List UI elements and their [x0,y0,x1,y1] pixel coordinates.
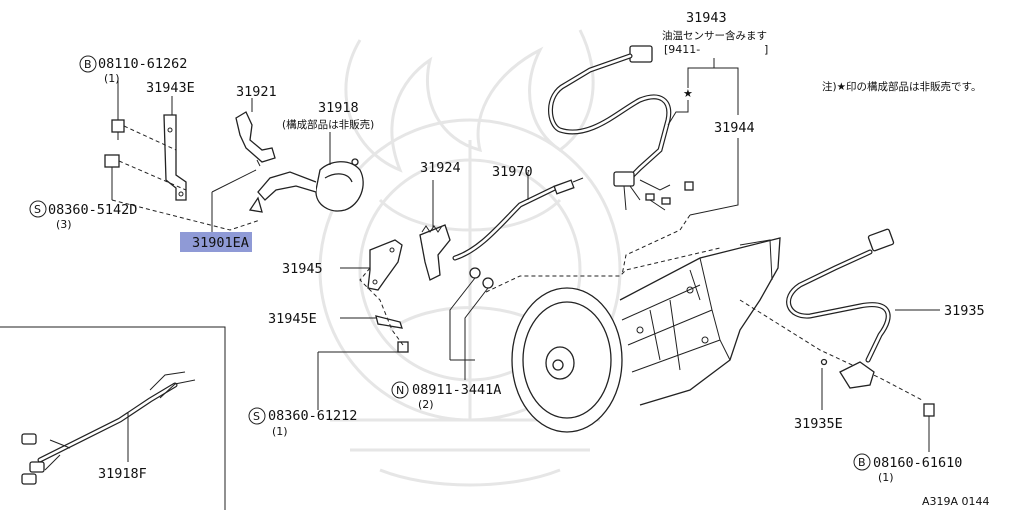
bracket-31945-icon [367,239,403,291]
star-mark: ★ [683,87,693,100]
bolt-08360-61212-icon [317,341,409,410]
label-31943E: 31943E [146,80,195,96]
label-08160-61610: 08160-61610 [873,455,962,471]
badge-s-08360-61212: S [248,407,266,425]
label-31924: 31924 [420,160,461,176]
leader-left-dashed [111,125,261,231]
svg-text:B: B [84,58,92,71]
leader-31901EA-b [211,169,257,193]
cable-31970-icon [452,172,584,261]
diagram-ref-code: A319A 0144 [922,495,990,508]
label-08160-qty: (1) [878,471,894,484]
label-31918-note: (構成部品は非販売) [282,118,374,131]
svg-text:N: N [396,384,404,397]
bolt-08360-5142-icon [104,154,120,200]
clip-31945E-icon [340,315,403,329]
switch-31918-icon [248,132,364,213]
label-31918: 31918 [318,100,359,116]
label-31945E: 31945E [268,311,317,327]
svg-text:S: S [253,410,260,423]
badge-b-08110: B [79,55,97,73]
label-31970: 31970 [492,164,533,180]
badge-s-08360-5142: S [29,200,47,218]
label-31943-range: [9411- [664,43,700,56]
leader-trans-dashed-2 [621,214,691,276]
highlight-31901EA [180,232,252,252]
harness-31943-icon [548,45,694,211]
label-08911-qty: (2) [418,398,434,411]
bracket-31943E-icon [163,96,187,201]
label-31945: 31945 [282,261,323,277]
label-31943: 31943 [686,10,727,26]
label-31921: 31921 [236,84,277,100]
bolt-08110-icon [111,78,125,140]
badge-b-08160: B [853,453,871,471]
sector-31924-icon [419,180,451,281]
leader-center-dashed [359,267,404,346]
label-31935: 31935 [944,303,985,319]
label-31943-range-end: ] [764,43,768,56]
leader-right-dashed [739,299,923,401]
leader-31944 [689,138,739,216]
leader-star [667,100,689,126]
label-31943-note: 油温センサー含みます [662,29,767,42]
svg-text:B: B [858,456,866,469]
leader-31943 [687,58,739,115]
label-08360-61212-qty: (1) [272,425,288,438]
label-31901EA: 31901EA [192,235,249,251]
label-31918F: 31918F [98,466,147,482]
leader-trans-dashed [485,247,721,293]
note-non-sale: 注)★印の構成部品は非販売です。 [822,80,981,93]
nut-08911-icon [449,267,494,380]
sensor-31935-icon [786,228,940,452]
label-08360-5142D: 08360-5142D [48,202,137,218]
transmission-icon [511,237,781,433]
label-08360-61212: 08360-61212 [268,408,357,424]
inset-31918F [0,326,226,510]
label-08911-3441A: 08911-3441A [412,382,501,398]
label-08110-qty: (1) [104,72,120,85]
badge-n-08911: N [391,381,409,399]
lever-31921-icon [235,98,276,167]
svg-text:S: S [34,203,41,216]
label-08360-5142D-qty: (3) [56,218,72,231]
label-31935E: 31935E [794,416,843,432]
label-08110-61262: 08110-61262 [98,56,187,72]
label-31944: 31944 [714,120,755,136]
